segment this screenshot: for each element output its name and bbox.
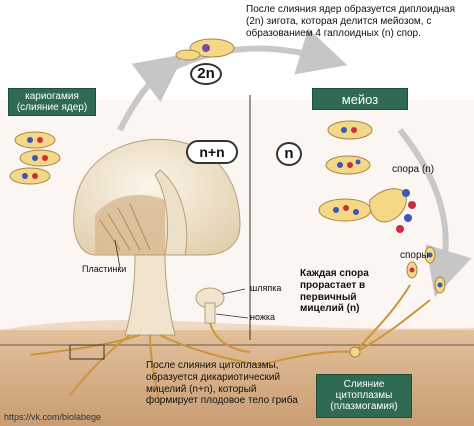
gills-label: Пластинки [82,264,127,274]
stalk-label: ножка [250,312,276,322]
young-mushroom [195,287,225,324]
spore-label: спора (n) [392,164,435,175]
loose-spores [406,246,446,294]
basidium [369,188,416,233]
stalk-pointer [215,313,249,319]
meiosis-label: мейоз [312,88,408,110]
zygote-cells [175,38,235,61]
mycelium [29,284,431,406]
ploidy-nn: n+n [186,140,238,164]
cycle-arrow-left [117,54,185,132]
ploidy-2n: 2n [190,63,222,85]
cap-pointer [221,288,246,295]
meiosis-cells [318,120,373,222]
detail-box [69,344,105,360]
spores-label: споры [400,250,429,261]
ploidy-n: n [276,142,302,166]
gills-pointer [114,239,121,269]
watermark: https://vk.com/biolabege [4,412,102,422]
karyogamy-label: кариогамия (слияние ядер) [8,88,96,116]
each-spore-note: Каждая спора прорастает в первичный мице… [300,268,369,315]
plasmogamy-label: Слияние цитоплазмы (плазмогамия) [316,374,412,418]
cycle-arrow-right [397,128,472,298]
meiosis-note: После слияния ядер образуется диплоидная… [246,4,456,39]
dikaryotic-cells-left [9,131,61,185]
mushroom [73,138,241,336]
plasmogamy-site [349,346,361,358]
plasmogamy-note: После слияния цитоплазмы, образуется дик… [146,360,298,407]
cap-label: шляпка [250,283,282,293]
